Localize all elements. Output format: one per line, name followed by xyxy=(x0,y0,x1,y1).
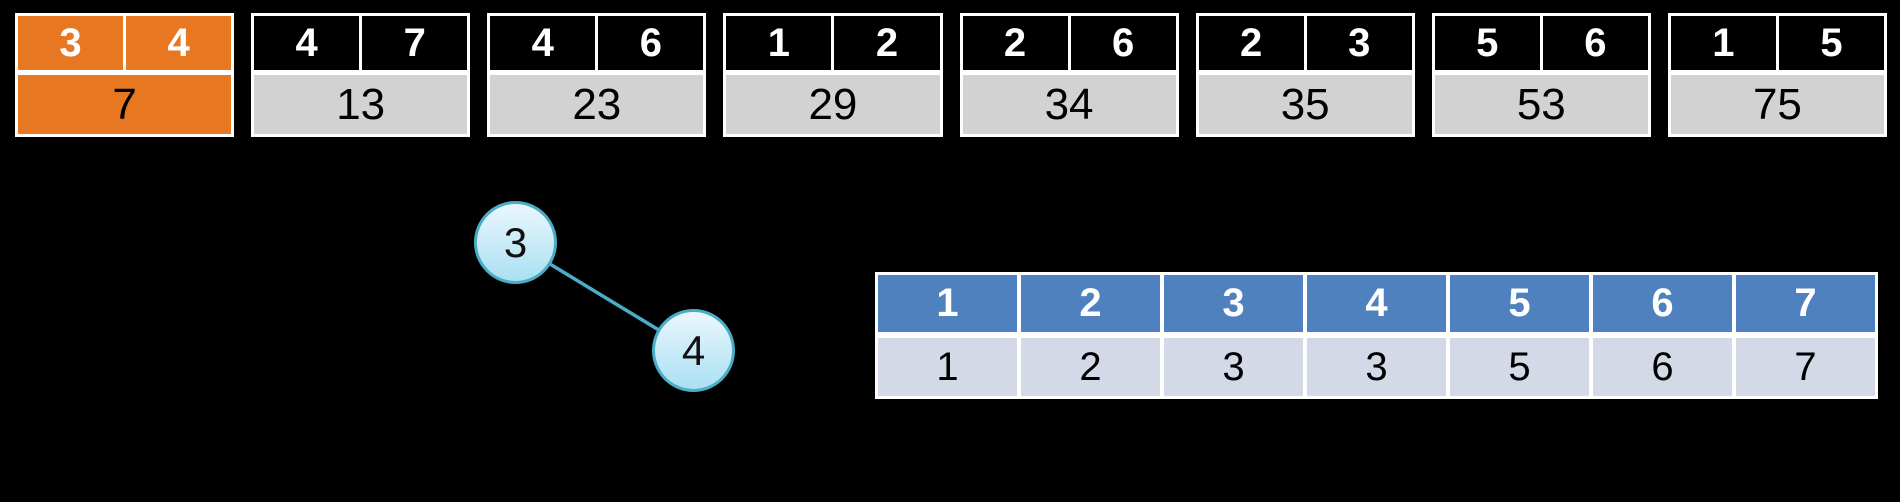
table-header-cell: 4 xyxy=(1307,275,1446,332)
table-value-cell: 3 xyxy=(1307,338,1446,396)
edge-endpoint-b: 2 xyxy=(834,16,940,70)
edge-endpoints: 2 6 xyxy=(962,16,1176,70)
table-value-cell: 2 xyxy=(1021,338,1160,396)
edge-endpoint-a: 3 xyxy=(18,16,124,70)
graph-node: 3 xyxy=(474,201,557,284)
edge-endpoint-a: 5 xyxy=(1434,16,1540,70)
edge-card: 1 5 75 xyxy=(1667,13,1887,137)
edge-endpoint-a: 4 xyxy=(254,16,360,70)
parent-table: 1 2 3 4 5 6 7 1 2 3 3 5 6 7 xyxy=(875,272,1878,399)
edge-endpoints: 4 7 xyxy=(254,16,468,70)
edge-endpoint-a: 2 xyxy=(962,16,1068,70)
table-header-cell: 5 xyxy=(1450,275,1589,332)
table-header-cell: 3 xyxy=(1164,275,1303,332)
edge-card: 2 3 35 xyxy=(1195,13,1415,137)
graph-node: 4 xyxy=(652,309,735,392)
table-value-cell: 3 xyxy=(1164,338,1303,396)
edge-weight: 75 xyxy=(1670,75,1884,134)
edge-card: 4 7 13 xyxy=(251,13,471,137)
edge-endpoint-a: 2 xyxy=(1198,16,1304,70)
edge-endpoints: 1 2 xyxy=(726,16,940,70)
edge-endpoint-b: 4 xyxy=(126,16,232,70)
table-value-cell: 5 xyxy=(1450,338,1589,396)
edge-card-selected: 3 4 7 xyxy=(15,13,235,137)
edge-weight: 23 xyxy=(490,75,704,134)
edge-endpoint-b: 6 xyxy=(1070,16,1176,70)
graph-node-label: 3 xyxy=(503,218,528,266)
edge-endpoint-b: 6 xyxy=(598,16,704,70)
edge-endpoint-b: 3 xyxy=(1306,16,1412,70)
edge-weight: 29 xyxy=(726,75,940,134)
edge-endpoints: 4 6 xyxy=(490,16,704,70)
edge-endpoint-a: 1 xyxy=(726,16,832,70)
table-value-cell: 7 xyxy=(1736,338,1875,396)
edge-endpoints: 3 4 xyxy=(18,16,232,70)
edge-endpoint-a: 1 xyxy=(1670,16,1776,70)
sorted-edge-list: 3 4 7 4 7 13 4 6 23 1 2 29 2 6 34 2 xyxy=(15,13,1887,137)
table-header-cell: 2 xyxy=(1021,275,1160,332)
edge-weight: 13 xyxy=(254,75,468,134)
edge-weight: 34 xyxy=(962,75,1176,134)
table-header-cell: 1 xyxy=(878,275,1017,332)
edge-endpoint-b: 6 xyxy=(1542,16,1648,70)
edge-weight: 7 xyxy=(18,75,232,134)
edge-endpoint-b: 5 xyxy=(1778,16,1884,70)
edge-card: 1 2 29 xyxy=(723,13,943,137)
edge-card: 5 6 53 xyxy=(1431,13,1651,137)
graph-node-label: 4 xyxy=(681,326,706,374)
edge-endpoint-a: 4 xyxy=(490,16,596,70)
table-header-cell: 6 xyxy=(1593,275,1732,332)
edge-card: 2 6 34 xyxy=(959,13,1179,137)
edge-weight: 35 xyxy=(1198,75,1412,134)
edge-endpoints: 5 6 xyxy=(1434,16,1648,70)
edge-endpoints: 1 5 xyxy=(1670,16,1884,70)
table-header-cell: 7 xyxy=(1736,275,1875,332)
edge-endpoint-b: 7 xyxy=(362,16,468,70)
edge-weight: 53 xyxy=(1434,75,1648,134)
table-value-cell: 1 xyxy=(878,338,1017,396)
table-value-cell: 6 xyxy=(1593,338,1732,396)
edge-card: 4 6 23 xyxy=(487,13,707,137)
edge-endpoints: 2 3 xyxy=(1198,16,1412,70)
